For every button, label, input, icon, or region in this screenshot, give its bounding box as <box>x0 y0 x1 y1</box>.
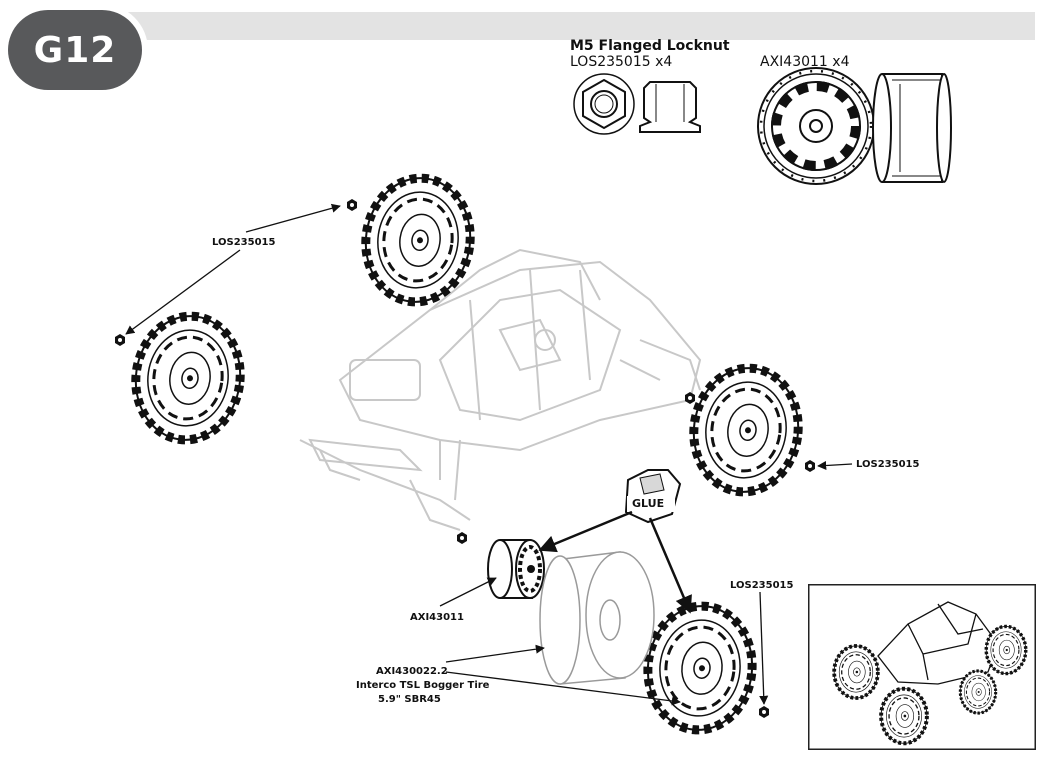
locknut-title: M5 Flanged Locknut <box>570 38 730 54</box>
wheel-exploded <box>487 539 545 599</box>
callout-locknut-right: LOS235015 <box>856 459 920 470</box>
callout-arrows <box>125 203 853 706</box>
tire-exploded <box>539 551 655 685</box>
glue-arrows <box>538 510 692 614</box>
wheel-side-view <box>872 73 952 183</box>
locknut-front-view <box>573 73 635 135</box>
callout-locknut-top: LOS235015 <box>212 237 276 248</box>
wheel-code: AXI43011 x4 <box>760 54 850 70</box>
callout-tire-size: 5.9" SBR45 <box>378 694 441 705</box>
wheel-front-view <box>757 67 875 185</box>
tire-front-left <box>128 309 248 446</box>
callout-locknut-bottom: LOS235015 <box>730 580 794 591</box>
callout-tire-code: AXI430022.2 <box>376 666 448 677</box>
locknut-top <box>347 199 357 211</box>
locknut-left <box>115 334 125 346</box>
axle-nut-right <box>685 392 695 404</box>
axle-nut-left <box>457 532 467 544</box>
tire-mounted-exploded <box>642 601 758 735</box>
locknut-bottom <box>759 706 769 718</box>
locknut-code: LOS235015 x4 <box>570 54 673 70</box>
vehicle-chassis <box>299 248 702 531</box>
tire-rear-left <box>358 171 478 308</box>
callout-wheel: AXI43011 <box>410 612 464 623</box>
callout-tire-name: Interco TSL Bogger Tire <box>356 680 490 691</box>
inset-assembled-vehicle <box>808 584 1036 750</box>
step-label: G12 <box>33 29 117 71</box>
locknut-side-view <box>639 81 701 133</box>
glue-label: GLUE <box>632 497 665 510</box>
step-badge: G12 <box>8 10 142 90</box>
header-bar <box>120 12 1035 40</box>
glue-bottle-icon <box>624 469 682 524</box>
locknut-right <box>805 460 815 472</box>
tire-right <box>686 361 806 498</box>
